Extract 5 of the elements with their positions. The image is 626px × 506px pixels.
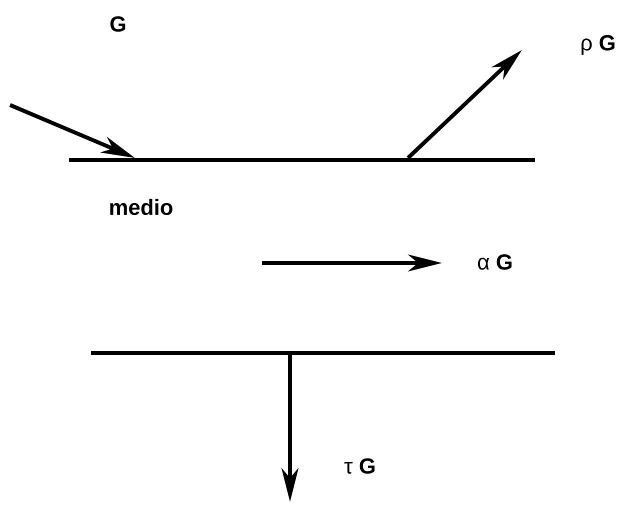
- text-label: α G: [478, 254, 512, 270]
- edge-label: τ G: [344, 458, 375, 474]
- edge-label: ρ G: [582, 35, 614, 55]
- text-label: medio: [110, 198, 172, 216]
- edge-label: G: [110, 16, 126, 32]
